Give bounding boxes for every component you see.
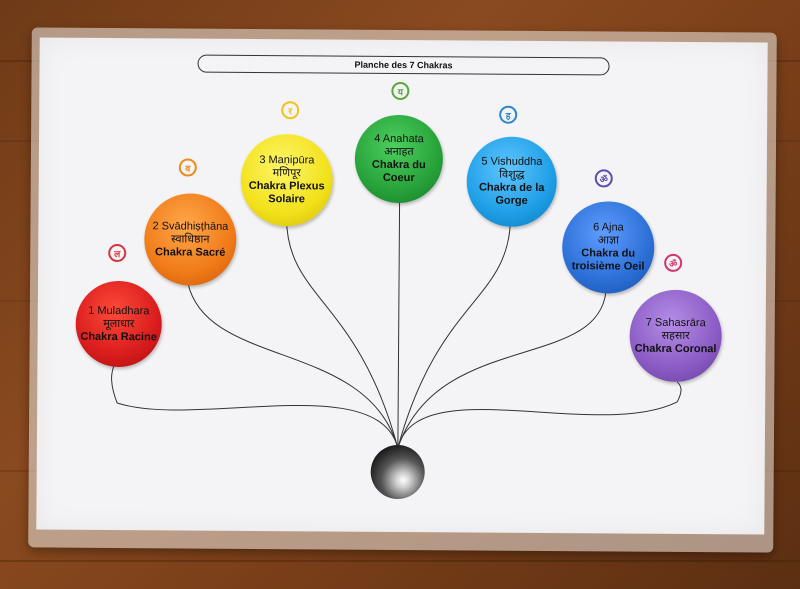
vishuddha-symbol-icon: ह (499, 105, 518, 124)
root-sphere (370, 444, 425, 500)
chakra-title-2: Solaire (268, 193, 305, 206)
chakra-name: 5 Vishuddha (481, 155, 543, 168)
anahata-symbol-icon: य (391, 81, 410, 101)
chakra-sanskrit: आज्ञा (597, 234, 619, 247)
ajna-symbol-icon: ॐ (594, 169, 613, 188)
stem-4 (397, 199, 401, 448)
sahasrara-symbol-icon: ॐ (664, 253, 683, 272)
chakra-sanskrit: अनाहत (384, 145, 414, 159)
chakra-muladhara: 1 Muladhara मूलाधार Chakra Racine (75, 280, 163, 368)
chakra-manipura: 3 Maṇipūra मणिपूर Chakra Plexus Solaire (240, 133, 334, 227)
chakra-name: 2 Svādhiṣṭhāna (152, 219, 229, 233)
muladhara-symbol-icon: ल (108, 243, 127, 263)
stem-3 (285, 219, 399, 449)
stem-7 (397, 381, 682, 449)
chakra-title: Chakra du (581, 247, 636, 260)
chakra-title: Chakra du (371, 158, 426, 172)
chakra-sanskrit: मणिपूर (272, 167, 301, 180)
chakra-chart-sheet: Planche des 7 Chakras ल व र य ह ॐ ॐ 1 Mu… (36, 37, 768, 535)
chakra-sanskrit: विशुद्ध (499, 168, 525, 181)
chakra-sanskrit: सहसार (661, 329, 690, 342)
manipura-symbol-icon: र (281, 101, 300, 120)
chakra-svadhisthana: 2 Svādhiṣṭhāna स्वाधिष्ठान Chakra Sacré (143, 193, 237, 286)
stem-lines (111, 199, 682, 449)
stem-1 (111, 357, 399, 449)
svadhisthana-symbol-icon: व (178, 158, 197, 177)
stem-5 (397, 220, 511, 449)
chakra-name: 1 Muladhara (88, 304, 150, 317)
chakra-name: 3 Maṇipūra (259, 154, 315, 167)
chakra-name: 7 Sahasrāra (645, 316, 706, 329)
chakra-ajna: 6 Ajna आज्ञा Chakra du troisième Oeil (561, 201, 655, 294)
chakra-title-2: troisième Oeil (571, 260, 645, 273)
chakra-title: Chakra Plexus (248, 179, 325, 193)
stem-2 (187, 283, 399, 449)
chakra-sanskrit: मूलाधार (103, 317, 135, 330)
chakra-name: 4 Anahata (374, 132, 424, 146)
chakra-sahasrara: 7 Sahasrāra सहसार Chakra Coronal (629, 289, 722, 383)
chakra-anahata: 4 Anahata अनाहत Chakra du Coeur (354, 114, 444, 204)
chakra-name: 6 Ajna (593, 221, 624, 234)
chakra-title: Chakra Sacré (155, 245, 226, 259)
chakra-title-2: Coeur (382, 171, 415, 185)
chakra-sanskrit: स्वाधिष्ठान (171, 232, 210, 246)
chakra-title: Chakra Coronal (634, 342, 717, 355)
stem-6 (397, 291, 607, 449)
chakra-title: Chakra Racine (80, 330, 157, 343)
chakra-title-2: Gorge (495, 194, 528, 207)
chakra-title: Chakra de la (478, 181, 545, 194)
chakra-vishuddha: 5 Vishuddha विशुद्ध Chakra de la Gorge (466, 136, 558, 228)
